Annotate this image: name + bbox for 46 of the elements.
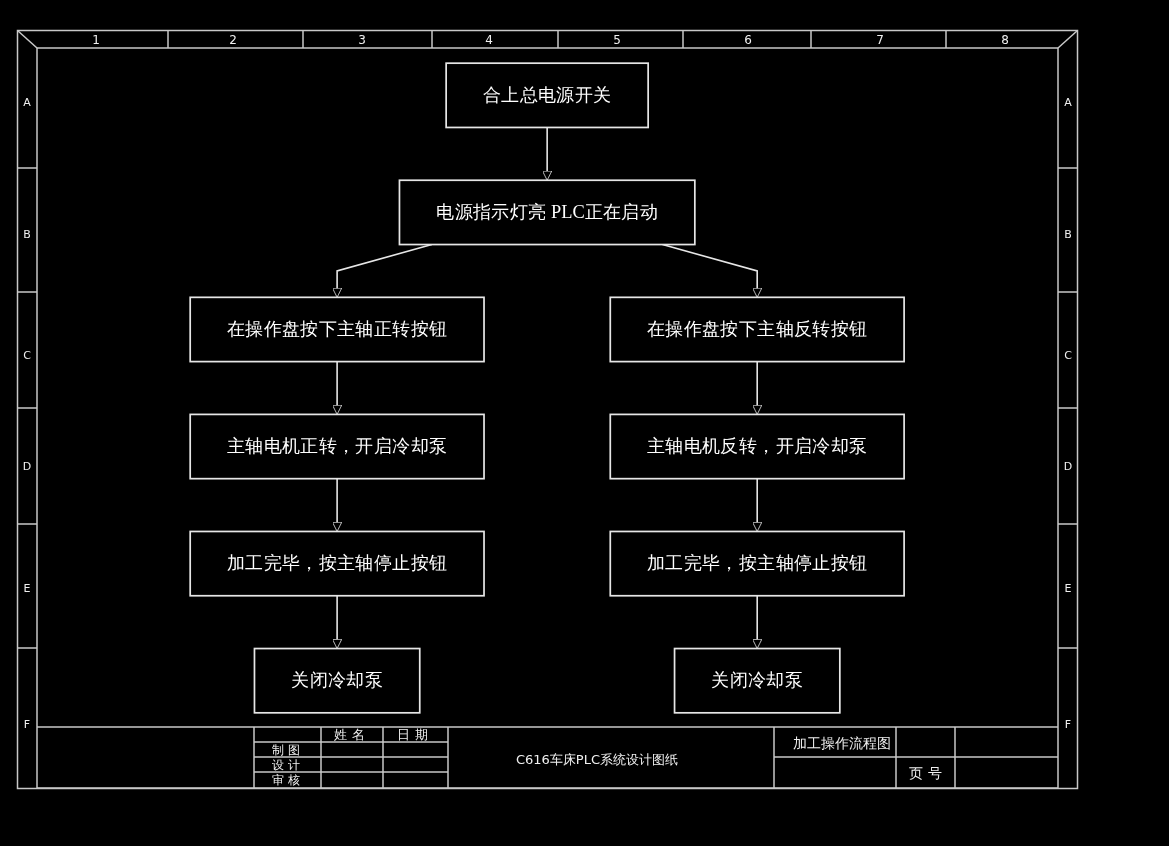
row-label: 设计 (271, 758, 305, 771)
zone-letter: A (23, 97, 31, 109)
arrow (662, 243, 763, 298)
zone-letter: C (1064, 350, 1072, 362)
zone-number: 8 (1001, 33, 1009, 47)
row-label: 审核 (271, 773, 305, 787)
arrow (332, 594, 343, 649)
arrow (542, 126, 553, 181)
zone-letter: D (1063, 461, 1073, 473)
zone-letter: D (22, 461, 32, 473)
column-header: 姓名 (334, 727, 370, 742)
zone-letter: B (23, 229, 31, 241)
arrow (752, 594, 763, 649)
process-box: 主轴电机反转，开启冷却泵 (609, 413, 906, 480)
arrow (332, 477, 343, 532)
process-box: 在操作盘按下主轴正转按钮 (189, 296, 486, 363)
zone-number: 2 (229, 33, 237, 47)
process-box: 合上总电源开关 (445, 62, 650, 129)
row-label: 制图 (271, 743, 305, 756)
process-box: 关闭冷却泵 (253, 647, 421, 714)
zone-letter: E (1064, 583, 1072, 595)
zone-letter: C (23, 350, 31, 362)
zone-number: 1 (92, 33, 100, 47)
process-box: 加工完毕，按主轴停止按钮 (189, 530, 486, 597)
zone-number: 7 (876, 33, 884, 47)
process-box: 电源指示灯亮 PLC正在启动 (398, 179, 697, 246)
arrow (332, 360, 343, 415)
process-box: 在操作盘按下主轴反转按钮 (609, 296, 906, 363)
arrow (752, 360, 763, 415)
process-box: 关闭冷却泵 (674, 647, 842, 714)
zone-letter: B (1064, 229, 1072, 241)
zone-letter: F (1064, 719, 1072, 731)
process-box: 加工完毕，按主轴停止按钮 (609, 530, 906, 597)
zone-letter: F (23, 719, 31, 731)
process-box: 主轴电机正转，开启冷却泵 (189, 413, 486, 480)
zone-number: 4 (485, 33, 493, 47)
field-label: 页号 (909, 765, 947, 781)
zone-letter: E (23, 583, 31, 595)
column-header: 日期 (397, 727, 433, 742)
drawing-title: C616车床PLC系统设计图纸 (515, 753, 679, 767)
sheet-title: 加工操作流程图 (793, 735, 891, 751)
zone-number: 3 (358, 33, 366, 47)
arrow (752, 477, 763, 532)
zone-number: 6 (744, 33, 752, 47)
zone-number: 5 (613, 33, 621, 47)
zone-letter: A (1064, 97, 1072, 109)
